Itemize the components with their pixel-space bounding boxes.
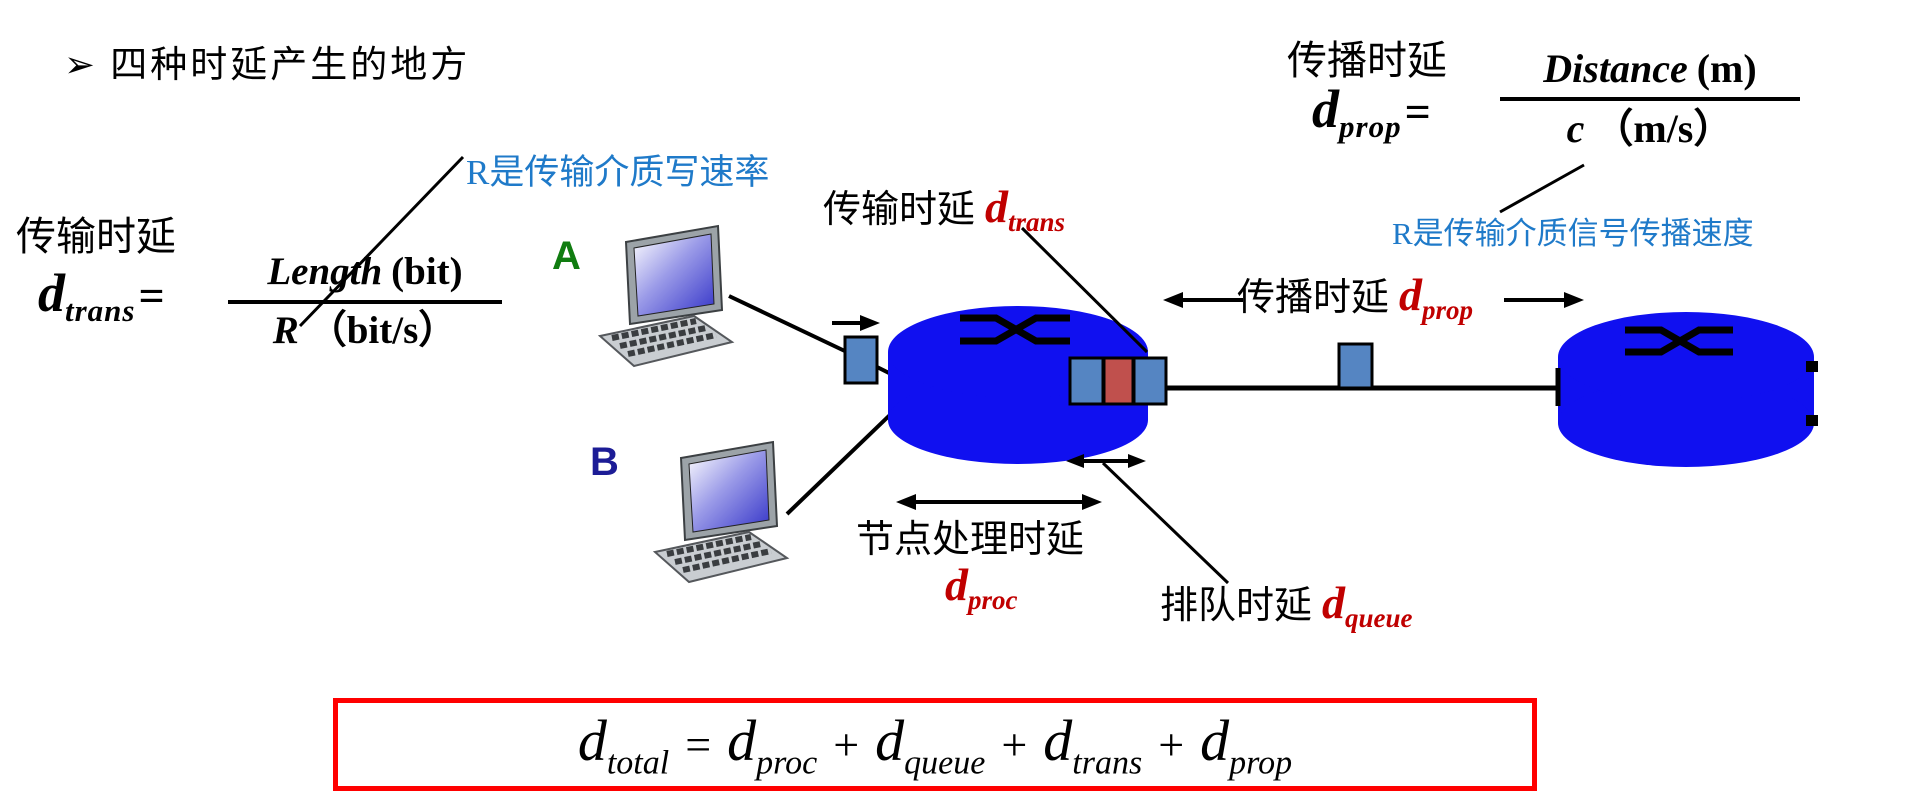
prop-formula-fraction: Distance(m) c（m/s） (1500, 44, 1800, 154)
computer-a (600, 226, 732, 366)
prop-delay-text: 传播时延 (1237, 277, 1390, 319)
prop-delay-callout: 传播时延 dprop (1237, 266, 1473, 326)
router-switch-icon (960, 314, 1070, 345)
router-port-stub (1806, 361, 1818, 372)
trans-delay-symbol: dtrans (985, 181, 1066, 237)
prop-formula-lhs: dprop= (1312, 78, 1431, 145)
link-host-a (728, 294, 850, 355)
prop-formula-equals: = (1404, 86, 1431, 137)
trans-formula-base: d (38, 263, 65, 323)
note-right-pointer-line (1499, 163, 1585, 214)
router-switch-icon (960, 314, 1070, 345)
router-port-stub (1806, 415, 1818, 426)
fraction-bar (1500, 97, 1800, 101)
prop-delay-right-arrow (1504, 292, 1584, 308)
note-propagation-speed: R是传输介质信号传播速度 (1392, 216, 1754, 251)
proc-delay-symbol: dproc (945, 559, 1018, 615)
packet-on-link (1337, 342, 1374, 390)
queue-span-arrow (1066, 454, 1146, 468)
host-b-label: B (590, 440, 619, 484)
prop-delay-left-arrow (1163, 292, 1243, 308)
trans-callout-line (1020, 226, 1149, 354)
queue-callout-line (1101, 461, 1230, 585)
router-2 (1558, 312, 1818, 467)
trans-formula-lhs: dtrans= (38, 262, 165, 329)
queue-delay-symbol: dqueue (1322, 577, 1413, 633)
trans-formula-denominator: R（bit/s） (272, 308, 458, 352)
prop-formula-numerator: Distance(m) (1543, 46, 1757, 91)
link-host-b (785, 410, 895, 516)
router-switch-icon (1625, 326, 1733, 356)
router-1 (888, 306, 1148, 464)
prop-formula-label: 传播时延 (1287, 39, 1447, 83)
router-switch-icon (1625, 326, 1733, 356)
packet-queue-3 (1132, 356, 1168, 406)
trans-formula-equals: = (138, 270, 165, 321)
total-delay-formula-box: dtotal = dproc + dqueue + dtrans + dprop (333, 698, 1537, 791)
total-delay-formula: dtotal = dproc + dqueue + dtrans + dprop (577, 707, 1293, 782)
trans-formula-sub: trans (65, 293, 136, 329)
link-packet-to-router (874, 364, 904, 382)
page-title: ➢ 四种时延产生的地方 (64, 45, 471, 86)
note-transmission-rate: R是传输介质写速率 (466, 153, 770, 192)
trans-formula-label: 传输时延 (16, 215, 176, 259)
packet-incoming (843, 335, 879, 385)
trans-delay-callout: 传输时延 dtrans (823, 178, 1065, 238)
queue-delay-callout: 排队时延 dqueue (1160, 574, 1413, 634)
packet-direction-arrow (832, 315, 880, 331)
trans-delay-text: 传输时延 (823, 189, 976, 231)
proc-delay-text: 节点处理时延 (856, 519, 1085, 561)
prop-delay-symbol: dprop (1399, 269, 1474, 325)
host-a-label: A (552, 234, 581, 278)
computer-b (655, 442, 787, 582)
packet-queue-1 (1068, 356, 1105, 406)
trans-formula-fraction: Length(bit) R（bit/s） (228, 248, 502, 356)
prop-formula-sub: prop (1339, 109, 1402, 145)
prop-formula-denominator: c（m/s） (1566, 106, 1734, 151)
packet-queue-2 (1102, 356, 1135, 406)
trans-formula-numerator: Length(bit) (267, 250, 463, 293)
queue-delay-text: 排队时延 (1160, 585, 1313, 627)
fraction-bar (228, 299, 502, 304)
prop-formula-base: d (1312, 79, 1339, 139)
